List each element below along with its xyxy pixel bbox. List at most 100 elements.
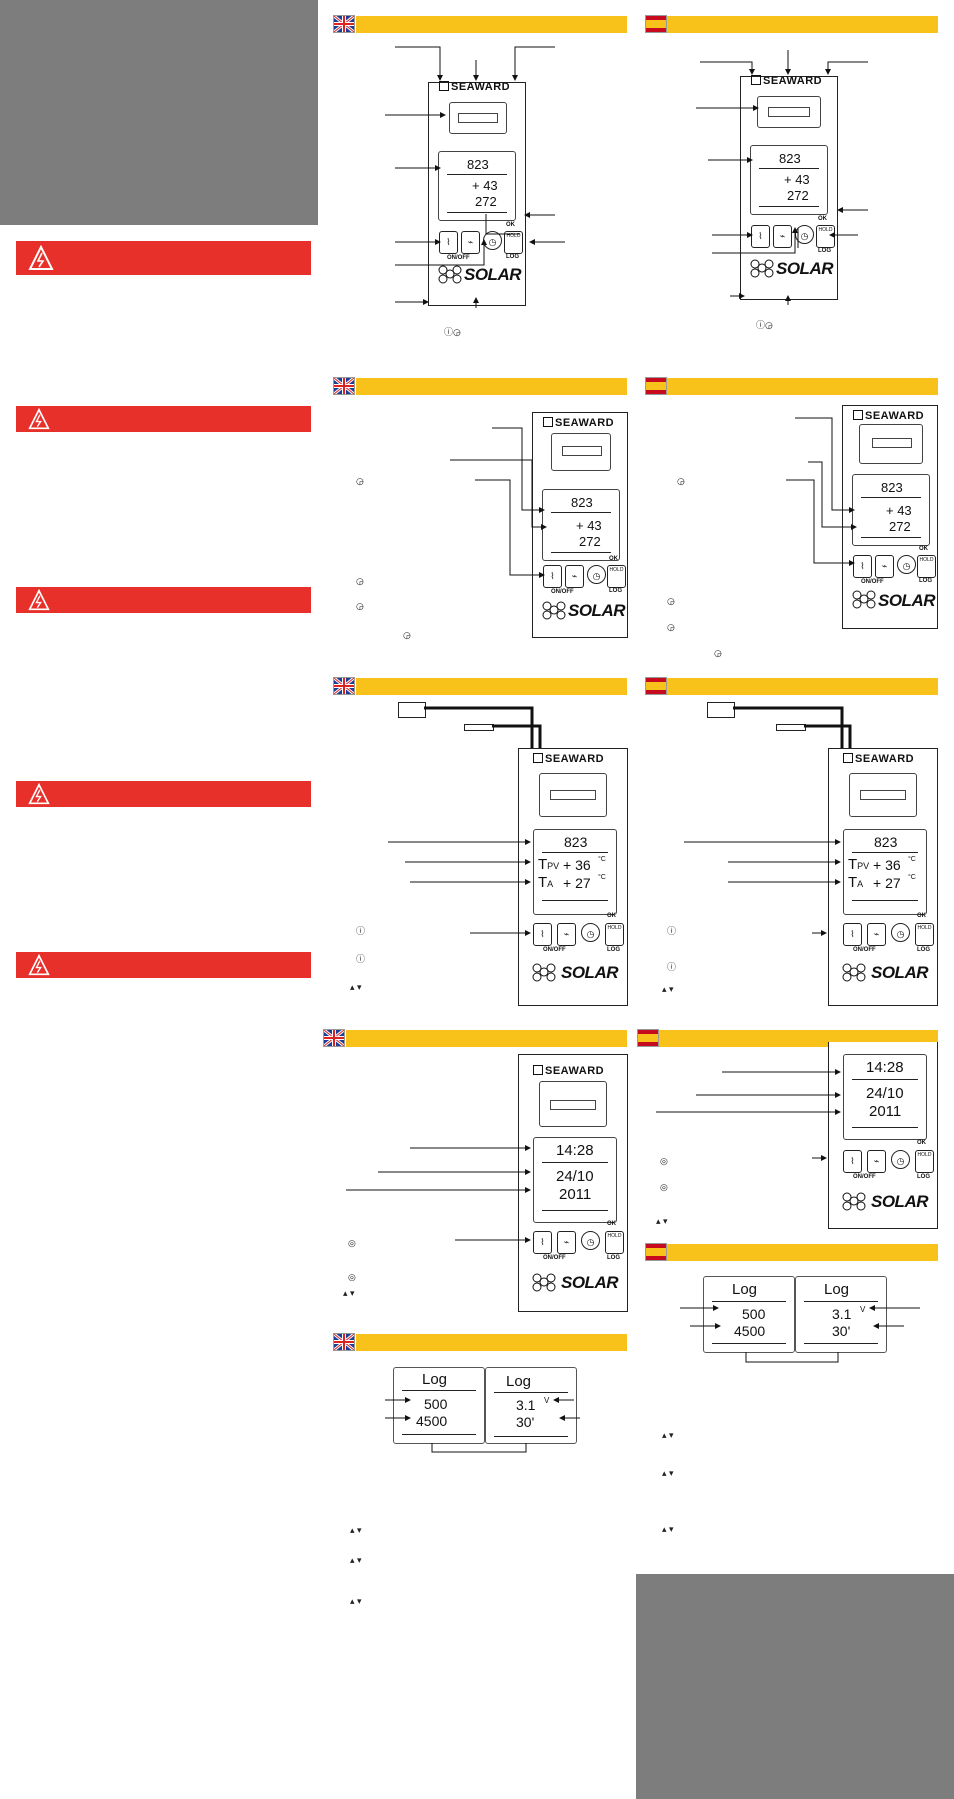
arrow-icons: ▴ ▾ <box>662 1524 674 1534</box>
hold-button[interactable]: HOLD <box>915 1150 934 1173</box>
irradiance-value: 823 <box>881 480 903 495</box>
lcd-display: 823 + 43 272 <box>750 145 828 215</box>
on-off-button[interactable]: ⌇ <box>843 1150 862 1173</box>
sensor-window <box>849 773 917 817</box>
clock-button[interactable]: ◷ <box>891 923 910 942</box>
lcd-display: 823 + 43 272 <box>542 489 620 561</box>
section-banner-en-4 <box>346 1030 627 1047</box>
brand-logo: SEAWARD <box>439 81 510 93</box>
hold-button[interactable]: HOLD <box>915 923 934 946</box>
ok-label: OK <box>818 216 827 222</box>
brand-logo: SEAWARD <box>533 1065 604 1077</box>
on-off-label: ON/OFF <box>853 1174 876 1180</box>
mode-button[interactable]: ⌁ <box>875 555 894 578</box>
log-count-value: 4500 <box>416 1413 448 1429</box>
clock-button[interactable]: ◷ <box>587 565 606 584</box>
warning-bar-4 <box>16 781 311 807</box>
irradiance-value: 823 <box>467 157 489 172</box>
ambient-temperature-value: + 27 <box>563 875 591 891</box>
clock-button[interactable]: ◷ <box>581 1231 600 1250</box>
mode-icon: ◶ <box>356 476 364 486</box>
on-off-button[interactable]: ⌇ <box>853 555 872 578</box>
ok-label: OK <box>917 1140 926 1146</box>
mode-button[interactable]: ⌁ <box>773 225 792 248</box>
section-banner-en-3 <box>356 678 627 695</box>
clock-button[interactable]: ◷ <box>581 923 600 942</box>
temperature-unit: °C <box>598 856 606 863</box>
solar-flower-icon <box>750 259 774 278</box>
solar-logo: SOLAR <box>568 601 626 620</box>
button-symbols: ⓘ◶ <box>756 320 773 330</box>
log-voltage-unit: V <box>860 1305 866 1314</box>
sensor-window <box>539 773 607 817</box>
arrow-icons: ▴ ▾ <box>350 1555 362 1565</box>
log-title: Log <box>422 1371 448 1388</box>
mode-button[interactable]: ⌁ <box>557 1231 576 1254</box>
pv-temperature-value: + 43 <box>576 518 602 533</box>
arrow-icons: ▴ ▾ <box>350 1525 362 1535</box>
clock-icon: ◎ <box>660 1156 668 1166</box>
irradiance-sensor <box>398 702 426 718</box>
solar-flower-icon <box>842 1192 866 1211</box>
mode-button[interactable]: ⌁ <box>461 231 480 254</box>
ok-label: OK <box>506 222 515 228</box>
hold-button[interactable]: HOLD <box>605 1231 624 1254</box>
clock-button[interactable]: ◷ <box>891 1150 910 1169</box>
solar-flower-icon <box>852 590 876 609</box>
log-title: Log <box>824 1281 850 1298</box>
solar-logo: SOLAR <box>871 1192 929 1211</box>
gray-block-bottom-right <box>636 1574 954 1799</box>
meter-diagram-en-3: SEAWARD 823 TPV + 36 °C TA + 27 °C ⌇ ⌁ ◷… <box>518 748 628 1006</box>
log-voltage-value: 3.1 <box>516 1397 536 1413</box>
mode-icon: ◶ <box>667 622 675 632</box>
solar-logo: SOLAR <box>776 259 834 278</box>
mode-icon: ◶ <box>403 630 411 640</box>
spain-flag-icon <box>645 377 667 395</box>
hold-button[interactable]: HOLD <box>504 231 523 254</box>
pv-temperature-value: + 43 <box>886 503 912 518</box>
clock-icon: ◎ <box>348 1238 356 1248</box>
log-interval-value: 500 <box>424 1396 448 1412</box>
power-icon: ⓘ <box>667 962 677 972</box>
mode-button[interactable]: ⌁ <box>557 923 576 946</box>
temperature-unit: °C <box>598 874 606 881</box>
on-off-label: ON/OFF <box>551 589 574 595</box>
irradiance-sensor <box>707 702 735 718</box>
section-banner-es-2 <box>667 378 938 395</box>
mode-button[interactable]: ⌁ <box>867 923 886 946</box>
arrow-icons: ▴ ▾ <box>662 984 674 994</box>
section-banner-es-5 <box>667 1244 938 1261</box>
log-label: LOG <box>919 578 932 584</box>
log-screen-2-es: Log 3.1 V 30' <box>795 1276 887 1353</box>
mode-button[interactable]: ⌁ <box>867 1150 886 1173</box>
meter-diagram-en-1: SEAWARD 823 + 43 272 ⌇ ⌁ ◷ HOLD ON/OFF O… <box>428 81 526 306</box>
arrow-icons: ▴ ▾ <box>656 1216 668 1226</box>
warning-bar-3 <box>16 587 311 613</box>
mode-icon: ◶ <box>667 596 675 606</box>
log-time-value: 30' <box>516 1414 535 1430</box>
on-off-label: ON/OFF <box>543 947 566 953</box>
irradiance-value: 823 <box>571 495 593 510</box>
hold-button[interactable]: HOLD <box>605 923 624 946</box>
on-off-button[interactable]: ⌇ <box>843 923 862 946</box>
gray-block-top-left <box>0 0 318 225</box>
on-off-button[interactable]: ⌇ <box>533 923 552 946</box>
log-label: LOG <box>607 1255 620 1261</box>
sensor-window <box>449 102 507 134</box>
log-label: LOG <box>506 254 519 260</box>
log-label: LOG <box>818 248 831 254</box>
hold-button[interactable]: HOLD <box>917 555 936 578</box>
log-screen-1-en: Log 500 4500 <box>393 1367 485 1444</box>
on-off-button[interactable]: ⌇ <box>533 1231 552 1254</box>
mode-icon: ◶ <box>677 476 685 486</box>
clock-time: 14:28 <box>866 1059 904 1076</box>
hold-button[interactable]: HOLD <box>607 565 626 588</box>
arrow-icons: ▴ ▾ <box>662 1430 674 1440</box>
uk-flag-icon <box>333 1333 355 1351</box>
lcd-display: 14:28 24/10 2011 <box>843 1054 927 1140</box>
power-icon: ⓘ <box>356 954 366 964</box>
clock-button[interactable]: ◷ <box>897 555 916 574</box>
pv-temperature-label: TPV <box>848 856 870 873</box>
mode-button[interactable]: ⌁ <box>565 565 584 588</box>
